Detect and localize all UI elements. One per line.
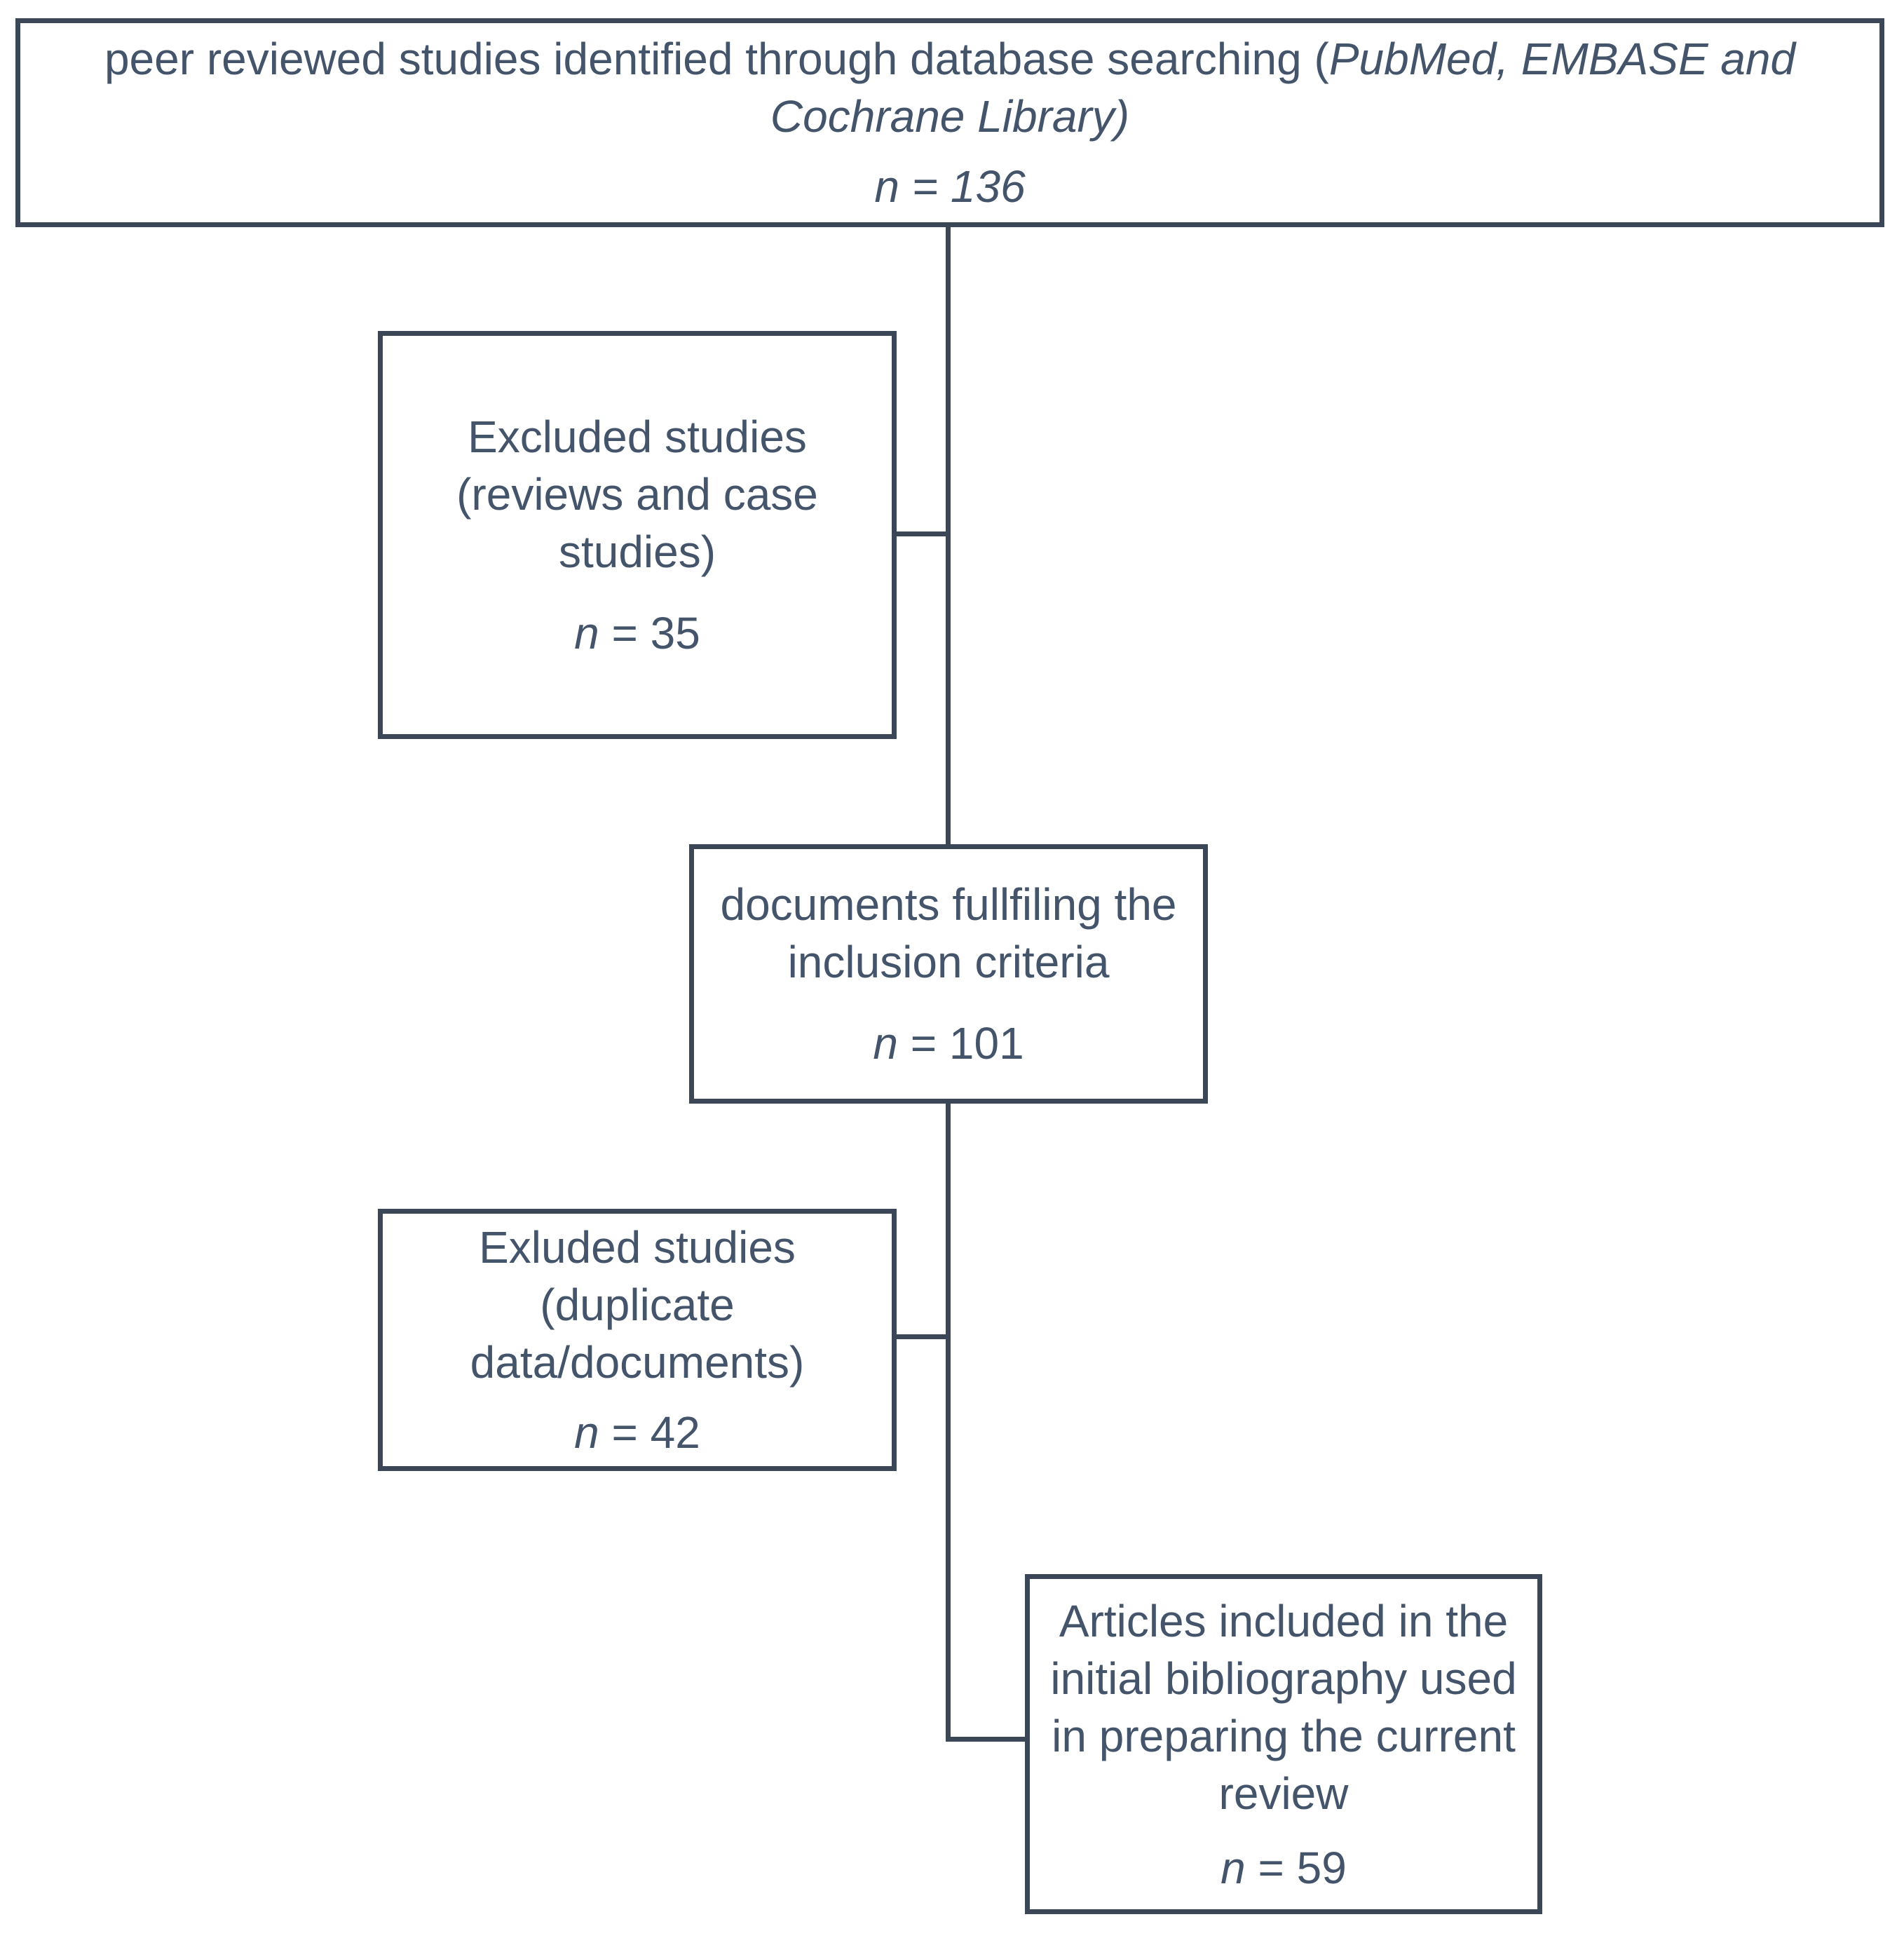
excluded-duplicates-n: n [574, 1407, 599, 1458]
final-articles-box: Articles included in the initial bibliog… [1025, 1574, 1542, 1914]
excluded-reviews-count: n = 35 [574, 604, 700, 662]
excluded-duplicates-box: Exluded studies (duplicate data/document… [378, 1209, 897, 1471]
connector-lower-trunk [946, 1101, 951, 1742]
search-results-box: peer reviewed studies identified through… [15, 18, 1884, 227]
connector-to-excluded-duplicates [894, 1334, 951, 1339]
excluded-reviews-n: n [574, 608, 599, 658]
search-label-databases: PubMed, EMBASE and Cochrane Library) [770, 34, 1796, 142]
final-articles-label: Articles included in the initial bibliog… [1050, 1595, 1517, 1819]
inclusion-criteria-label: documents fullfiling the inclusion crite… [720, 879, 1177, 987]
inclusion-criteria-box: documents fullfiling the inclusion crite… [689, 844, 1208, 1104]
excluded-duplicates-label: Exluded studies (duplicate data/document… [470, 1222, 805, 1388]
final-articles-n: n [1220, 1842, 1246, 1893]
connector-to-final [946, 1737, 1028, 1742]
search-label-plain: peer reviewed studies identified through… [104, 34, 1329, 84]
connector-to-excluded-reviews [894, 531, 951, 536]
inclusion-criteria-value: = 101 [897, 1018, 1024, 1069]
final-articles-value: = 59 [1245, 1842, 1347, 1893]
final-articles-count: n = 59 [1220, 1839, 1347, 1897]
inclusion-criteria-n: n [873, 1018, 898, 1069]
search-results-label: peer reviewed studies identified through… [34, 30, 1865, 145]
excluded-reviews-box: Excluded studies (reviews and case studi… [378, 331, 897, 739]
excluded-reviews-value: = 35 [599, 608, 700, 658]
excluded-reviews-label: Excluded studies (reviews and case studi… [456, 412, 818, 577]
search-count: n = 136 [874, 161, 1026, 212]
inclusion-criteria-count: n = 101 [873, 1015, 1024, 1072]
excluded-duplicates-count: n = 42 [574, 1404, 700, 1461]
excluded-duplicates-value: = 42 [599, 1407, 700, 1458]
